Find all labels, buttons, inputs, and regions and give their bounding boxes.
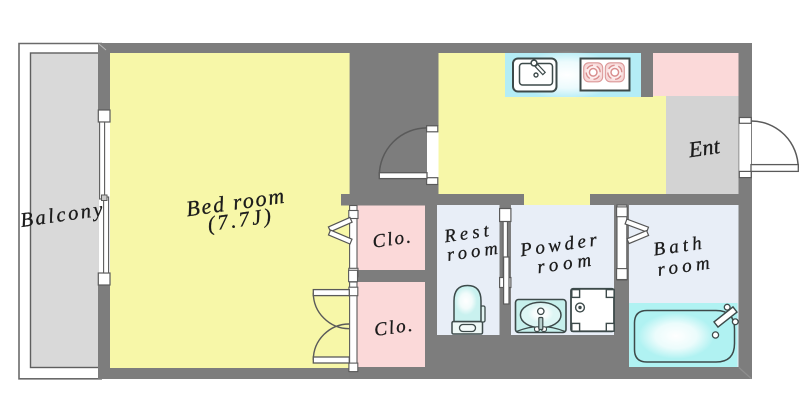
svg-text:Ent: Ent — [686, 133, 722, 162]
